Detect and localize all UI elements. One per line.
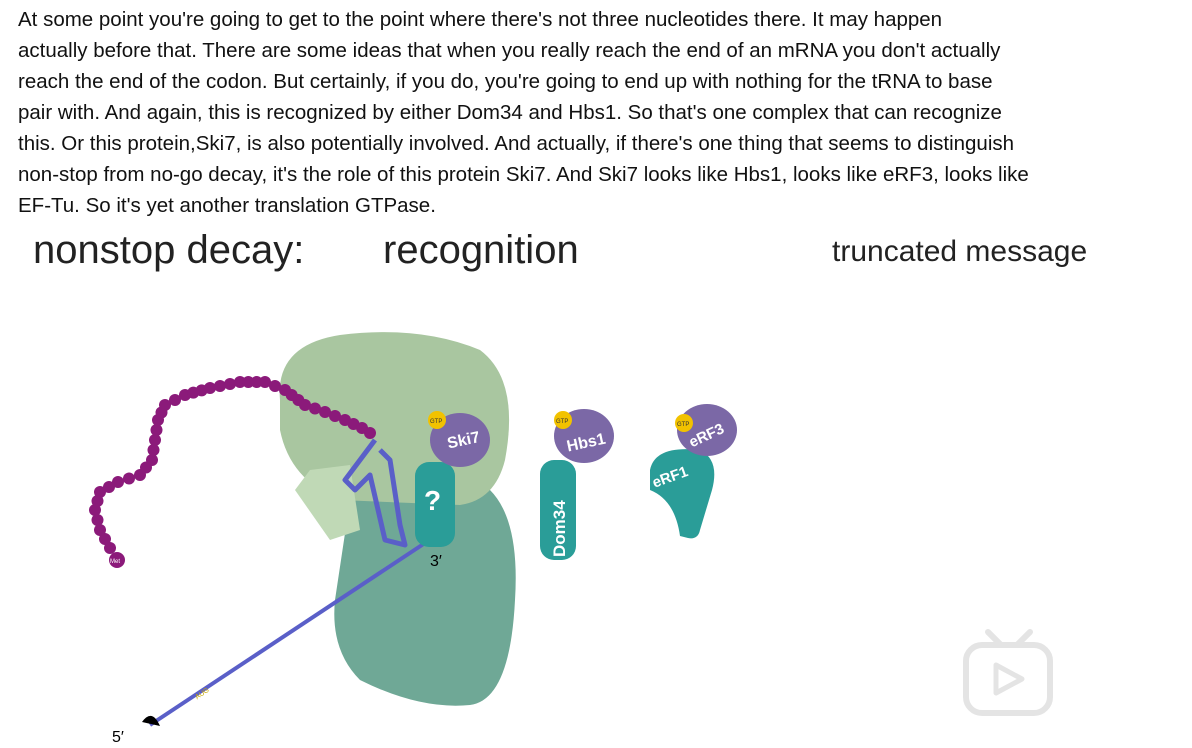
small-subunit: [334, 470, 516, 706]
amino-acid-bead: [150, 424, 163, 436]
amino-acid-bead: [364, 427, 376, 439]
amino-acid-bead: [94, 524, 106, 536]
transcript-line: pair with. And again, this is recognized…: [18, 101, 1002, 124]
aug-codon: AUG: [194, 687, 210, 701]
gtp-label: GTP: [430, 419, 442, 425]
bilibili-tv-icon: [963, 629, 1053, 716]
tunnel-shade: [295, 465, 360, 540]
gtp-label: GTP: [556, 419, 568, 425]
amino-acid-bead: [91, 495, 104, 507]
dom34: [540, 460, 576, 560]
amino-acid-bead: [250, 376, 263, 388]
ski7-gtpase: [430, 413, 490, 467]
amino-acid-bead: [112, 476, 124, 488]
amino-acid-bead: [123, 472, 135, 485]
amino-acid-bead: [214, 380, 226, 392]
three-prime-label: 3′: [430, 553, 442, 570]
erf1: [650, 449, 715, 539]
five-prime-cap: [142, 715, 160, 726]
erf3-gtpase: [677, 404, 737, 456]
transcript-line: non-stop from no-go decay, it's the role…: [18, 163, 1029, 186]
transcript-line: actually before that. There are some ide…: [18, 39, 1001, 62]
slide-subtitle: recognition: [383, 228, 579, 272]
transcript-line: At some point you're going to get to the…: [18, 8, 943, 31]
amino-acid-bead: [104, 542, 116, 554]
truncated-message-label: truncated message: [832, 235, 1088, 268]
question-mark: ?: [424, 485, 441, 516]
amino-acid-bead: [169, 394, 181, 406]
amino-acid-bead: [91, 514, 104, 526]
transcript-text: At some point you're going to get to the…: [18, 4, 1188, 221]
amino-acid-bead: [319, 406, 331, 418]
amino-acid-bead: [204, 382, 216, 394]
met-residue: [109, 552, 125, 568]
amino-acid-bead: [259, 376, 271, 388]
slide-title: nonstop decay:: [33, 228, 305, 272]
amino-acid-bead: [299, 399, 311, 411]
amino-acid-bead: [309, 402, 321, 415]
gtp-label: GTP: [677, 422, 689, 428]
amino-acid-bead: [89, 504, 101, 516]
transcript-line: reach the end of the codon. But certainl…: [18, 70, 993, 93]
amino-acid-bead: [149, 434, 161, 446]
mrna-strand: [148, 541, 427, 727]
nascent-peptide: [89, 376, 376, 554]
amino-acid-bead: [329, 410, 341, 422]
transcript-line: EF-Tu. So it's yet another translation G…: [18, 194, 436, 217]
trna: [342, 438, 408, 548]
amino-acid-bead: [146, 454, 158, 466]
amino-acid-bead: [242, 376, 255, 388]
question-factor: [415, 462, 455, 547]
gtp-badge: [428, 411, 446, 429]
amino-acid-bead: [99, 533, 111, 545]
transcript-line: this. Or this protein,Ski7, is also pote…: [18, 132, 1015, 155]
met-label: Met: [110, 559, 120, 565]
gtp-badge: [554, 411, 572, 429]
amino-acid-bead: [103, 481, 115, 493]
amino-acid-bead: [147, 444, 160, 456]
amino-acid-bead: [269, 380, 281, 392]
dom34-label: Dom34: [550, 500, 569, 557]
amino-acid-bead: [94, 486, 106, 498]
amino-acid-bead: [234, 376, 246, 388]
amino-acid-bead: [224, 378, 236, 390]
five-prime-label: 5′: [112, 729, 124, 746]
amino-acid-bead: [159, 399, 171, 411]
gtp-badge: [675, 414, 693, 432]
ski7-label: Ski7: [446, 429, 482, 452]
